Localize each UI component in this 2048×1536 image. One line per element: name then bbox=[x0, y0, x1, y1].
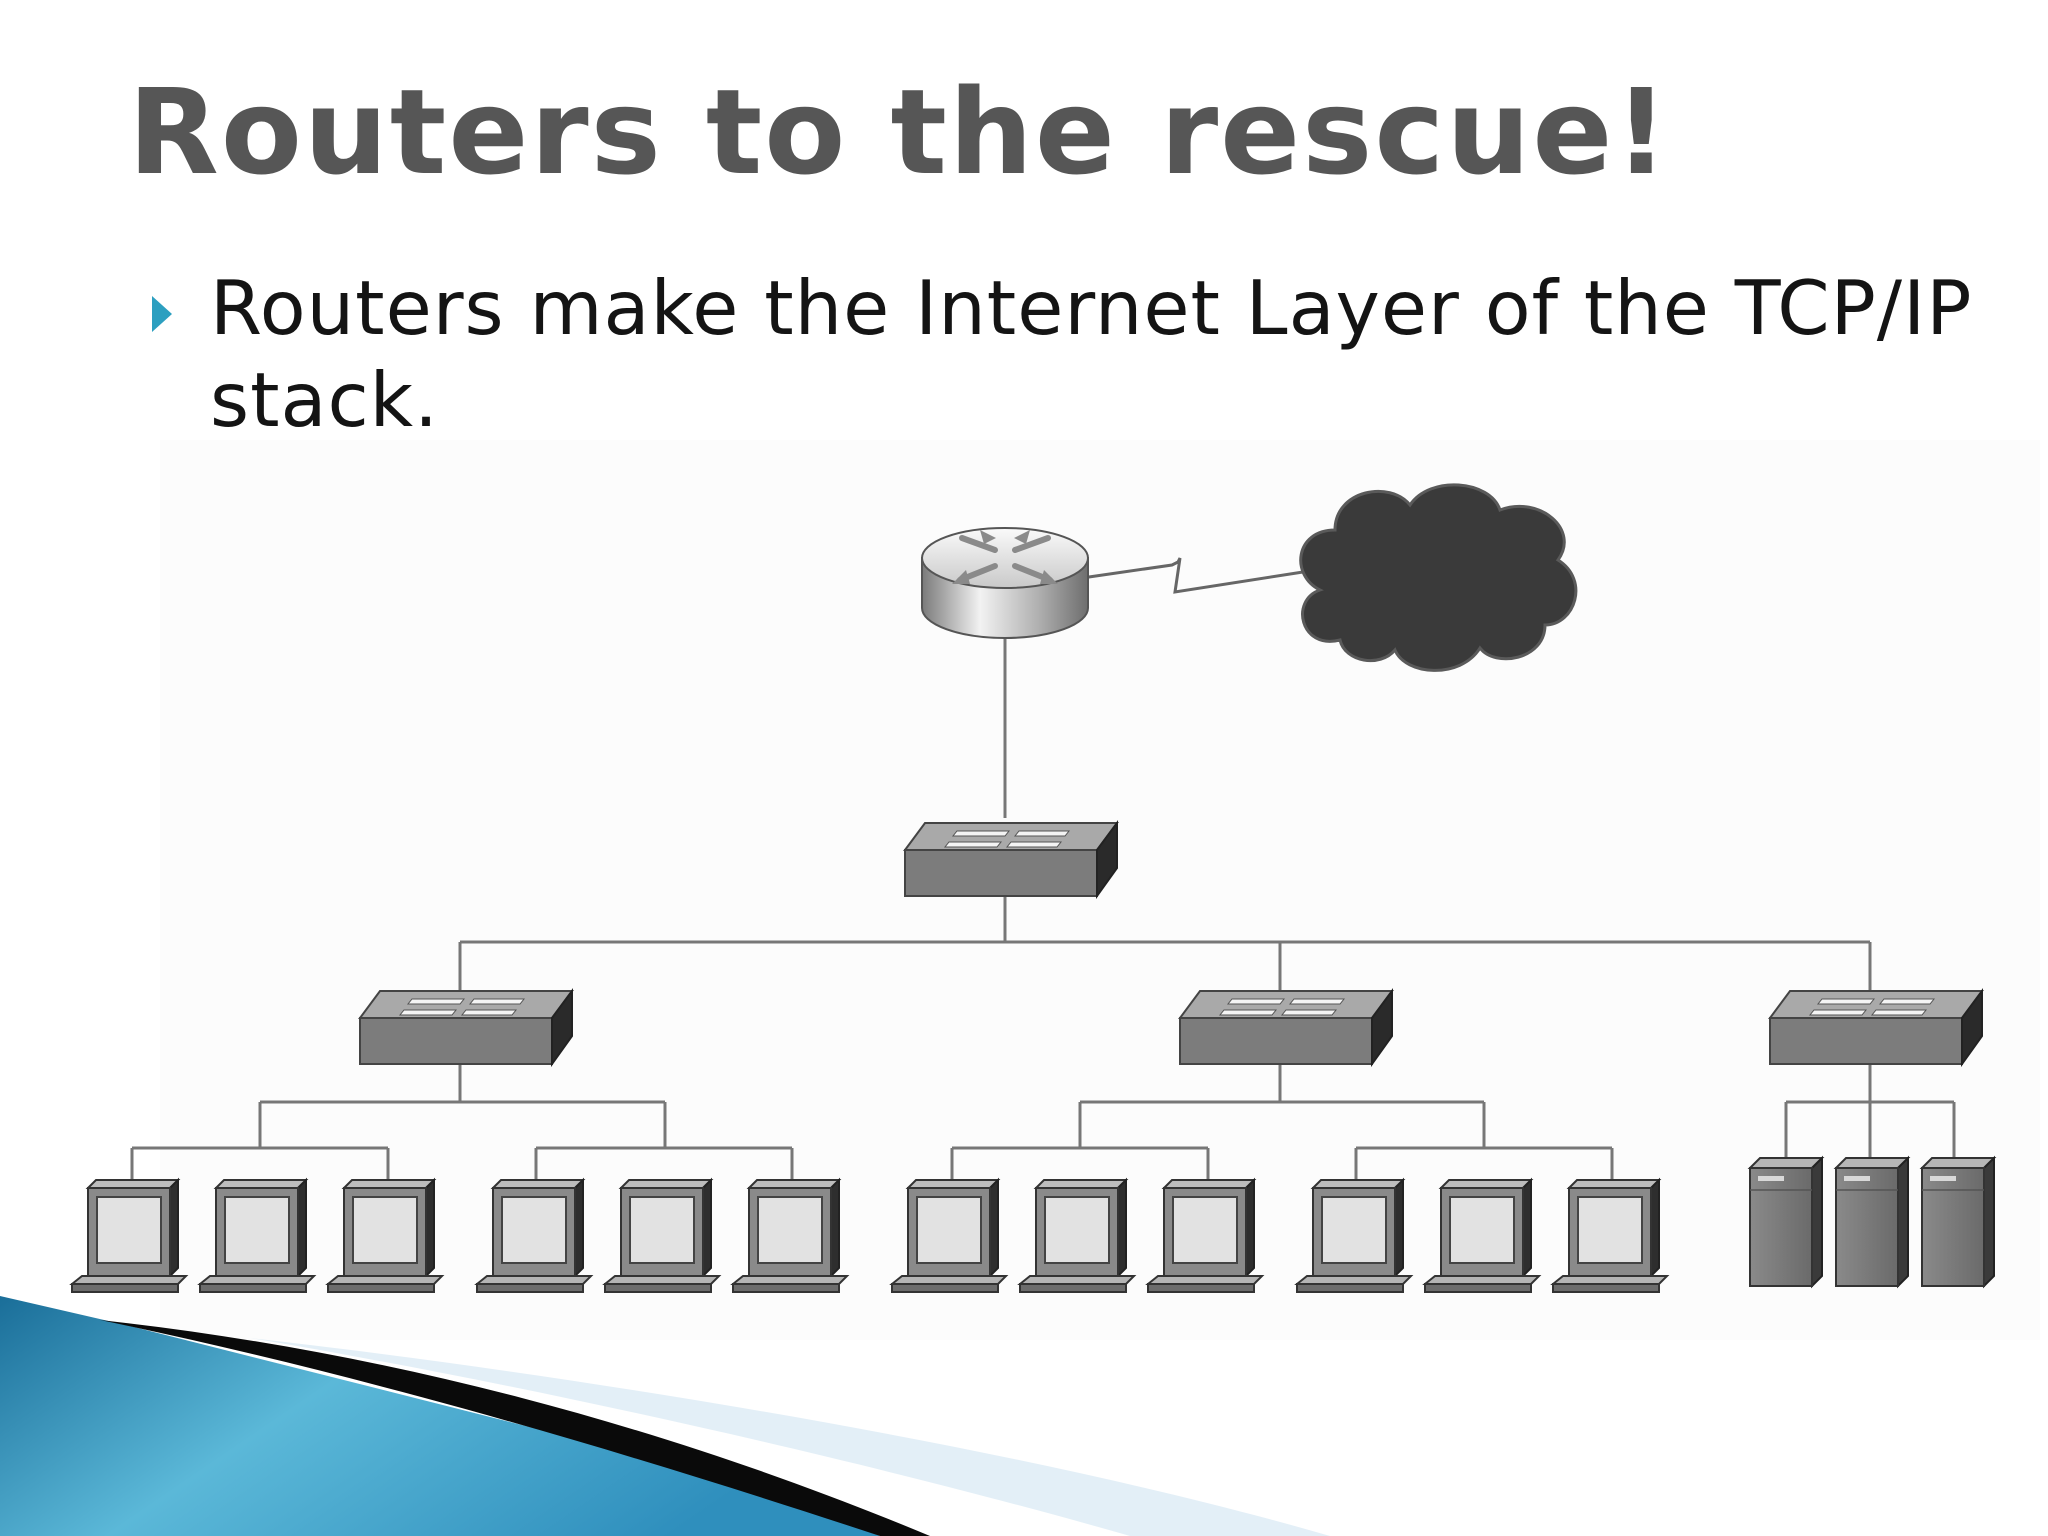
bullet-arrow-icon bbox=[152, 296, 172, 332]
connection-lines bbox=[130, 638, 1956, 1180]
slide-title: Routers to the rescue! bbox=[128, 63, 1671, 201]
wan-serial-link bbox=[1081, 557, 1304, 594]
swoosh-blue bbox=[0, 1296, 880, 1536]
cloud-icon bbox=[1299, 483, 1578, 672]
swoosh-light bbox=[250, 1338, 1330, 1536]
router-icon bbox=[921, 527, 1089, 639]
bullet-item: Routers make the Internet Layer of the T… bbox=[148, 262, 1978, 446]
bullet-text: Routers make the Internet Layer of the T… bbox=[210, 264, 1973, 444]
swoosh-black bbox=[100, 1320, 930, 1536]
